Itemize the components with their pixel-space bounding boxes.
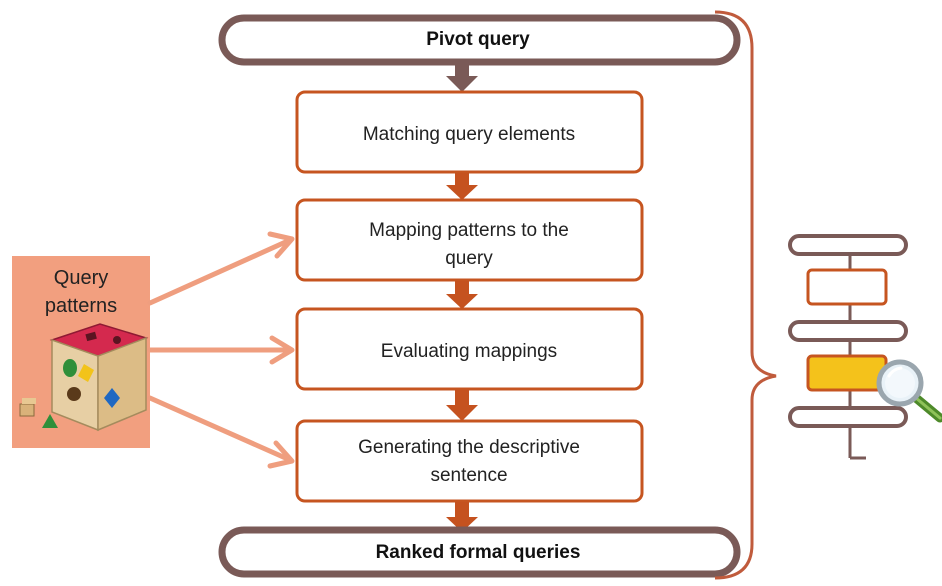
step-label-mapping-line2: query bbox=[445, 248, 493, 269]
pivot-query-pill: Pivot query bbox=[218, 14, 741, 66]
right-brace bbox=[714, 10, 777, 580]
step-box-mapping: Mapping patterns to the query bbox=[295, 198, 644, 282]
step-label-mapping-line1: Mapping patterns to the bbox=[369, 220, 569, 241]
ranked-formal-queries-pill: Ranked formal queries bbox=[218, 526, 741, 578]
step-label-matching: Matching query elements bbox=[363, 124, 575, 145]
magnifying-glass-icon bbox=[876, 359, 942, 423]
query-patterns-label-line1: Query bbox=[54, 267, 108, 289]
step-label-generating-line2: sentence bbox=[430, 465, 507, 486]
query-patterns-label-line2: patterns bbox=[45, 295, 117, 317]
pivot-query-label: Pivot query bbox=[426, 29, 530, 50]
ranked-formal-queries-label: Ranked formal queries bbox=[376, 542, 581, 563]
step-box-evaluating: Evaluating mappings bbox=[295, 307, 644, 391]
step-label-evaluating: Evaluating mappings bbox=[381, 341, 557, 362]
arrow-mapping-to-evaluating bbox=[446, 281, 478, 309]
arrow-patterns-to-generating bbox=[147, 395, 295, 469]
step-box-generating: Generating the descriptive sentence bbox=[295, 419, 644, 503]
arrow-patterns-to-mapping bbox=[147, 231, 295, 306]
arrow-pivot-to-matching bbox=[446, 63, 478, 92]
step-label-generating-line1: Generating the descriptive bbox=[358, 437, 580, 458]
arrow-evaluating-to-generating bbox=[446, 390, 478, 421]
step-box-matching: Matching query elements bbox=[295, 90, 644, 174]
query-patterns-panel: Query patterns bbox=[12, 256, 150, 448]
mini-flowchart-icon bbox=[788, 234, 908, 460]
arrow-matching-to-mapping bbox=[446, 173, 478, 200]
arrow-patterns-to-evaluating bbox=[147, 335, 295, 365]
shape-sorter-toy-icon bbox=[19, 323, 149, 432]
arrow-generating-to-ranked bbox=[446, 502, 478, 532]
